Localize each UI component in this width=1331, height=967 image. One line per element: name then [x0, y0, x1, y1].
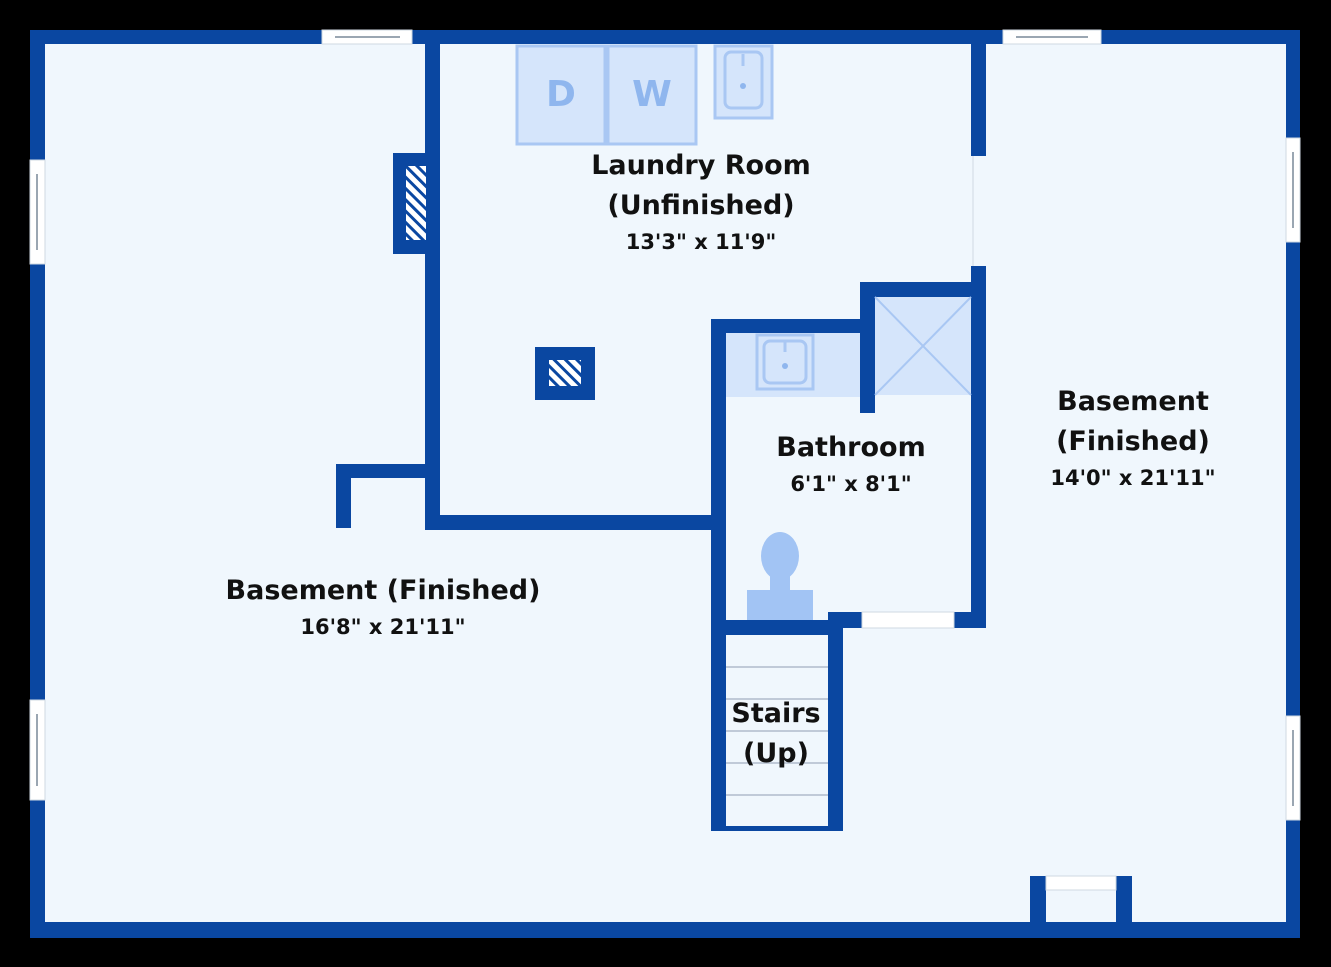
bathroom-label: Bathroom 6'1" x 8'1": [751, 428, 951, 500]
bathroom-bottom-wall: [711, 620, 841, 635]
laundry-sink-icon: [713, 44, 774, 120]
vanity-counter: [726, 333, 860, 397]
basement-right-name-line2: (Finished): [1056, 426, 1210, 457]
basement-right-dims: 14'0" x 21'11": [1050, 466, 1216, 490]
chimney-column: [393, 153, 440, 254]
basement-left-name: Basement (Finished): [225, 575, 541, 606]
laundry-room-label: Laundry Room (Unfinished) 13'3" x 11'9": [551, 146, 851, 258]
stairs-label: Stairs (Up): [716, 694, 836, 774]
stairs-bottom-wall: [711, 826, 843, 831]
window-well-bottom: [1030, 875, 1132, 938]
basement-left-label: Basement (Finished) 16'8" x 21'11": [183, 571, 583, 643]
outer-wall-top: [30, 30, 1300, 44]
dryer-letter: D: [546, 74, 576, 115]
laundry-right-wall-upper: [971, 30, 986, 156]
window-right-lower: [1285, 715, 1301, 821]
washer-icon: [606, 44, 698, 146]
laundry-left-wall: [425, 30, 440, 530]
laundry-room-name-line2: (Unfinished): [607, 190, 795, 221]
outer-wall-right: [1286, 30, 1300, 938]
stairs-name-line2: (Up): [743, 738, 809, 769]
laundry-opening: [971, 156, 986, 266]
stub-wall-horizontal: [336, 464, 440, 478]
stairs-right-wall: [828, 620, 843, 831]
shower-top-wall: [860, 282, 986, 297]
interior-walls: [336, 30, 986, 831]
toilet-icon: [747, 532, 813, 620]
window-right-upper: [1285, 137, 1301, 243]
stub-wall-vertical: [336, 464, 351, 528]
bathroom-window: [861, 611, 955, 629]
window-top-right: [1002, 29, 1102, 45]
bathroom-top-wall: [711, 319, 871, 333]
outer-wall-bottom: [30, 922, 1300, 938]
laundry-room-name-line1: Laundry Room: [591, 150, 811, 181]
window-left-lower: [29, 699, 46, 801]
basement-right-name-line1: Basement: [1057, 386, 1209, 417]
dryer-icon: [515, 44, 607, 146]
laundry-room-dims: 13'3" x 11'9": [625, 230, 777, 254]
laundry-bottom-wall: [425, 515, 725, 530]
bathroom-name: Bathroom: [776, 432, 926, 463]
window-top-left: [321, 29, 413, 45]
washer-letter: W: [632, 74, 672, 115]
basement-right-label: Basement (Finished) 14'0" x 21'11": [1013, 382, 1253, 494]
stairs-name-line1: Stairs: [731, 698, 821, 729]
support-column: [535, 347, 595, 400]
stairs: [726, 635, 828, 826]
windows: [29, 29, 1301, 821]
bathroom-dims: 6'1" x 8'1": [790, 472, 912, 496]
laundry-right-wall-lower: [971, 266, 986, 628]
bathroom-left-wall: [711, 319, 726, 831]
floor-area: [30, 30, 1300, 938]
shower-left-wall: [860, 282, 875, 413]
shower-icon: [874, 296, 972, 396]
bathroom-sink-icon: [762, 339, 808, 385]
window-left-upper: [29, 159, 46, 265]
basement-left-dims: 16'8" x 21'11": [300, 615, 466, 639]
